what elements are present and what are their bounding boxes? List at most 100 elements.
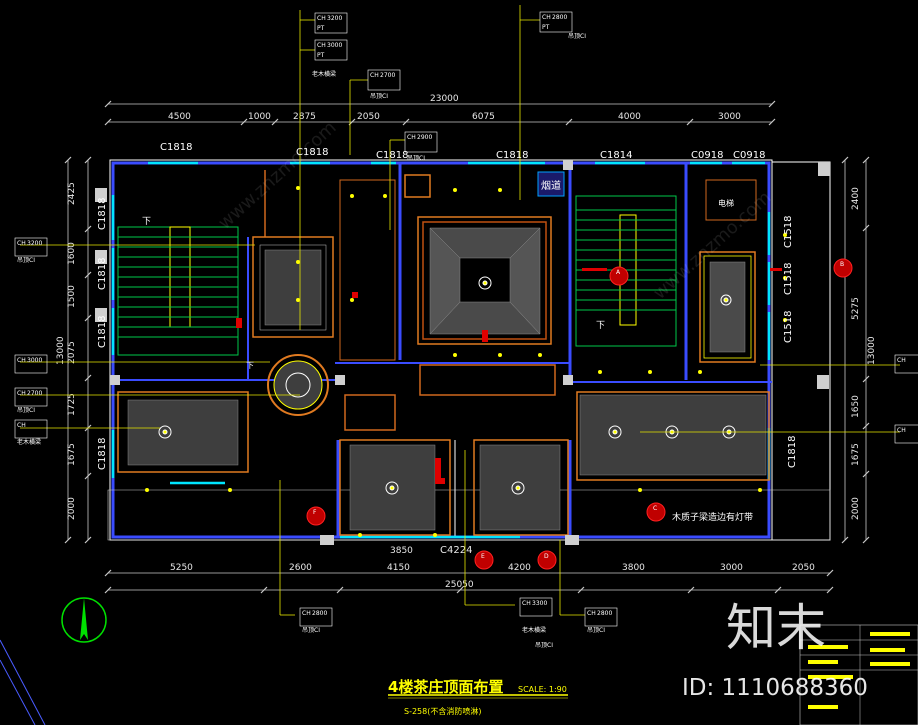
svg-text:2800: 2800 bbox=[597, 610, 612, 617]
svg-text:CH: CH bbox=[897, 357, 906, 364]
svg-text:CH: CH bbox=[370, 72, 379, 79]
window-label-top-6: C0918 bbox=[691, 150, 723, 161]
window-label-right-2: C1518 bbox=[783, 263, 794, 295]
window-labels: C1818 C1818 C1818 C1818 C1814 C0918 C091… bbox=[97, 142, 798, 470]
window-label-left-2: C1818 bbox=[97, 258, 108, 290]
svg-text:PT: PT bbox=[542, 24, 550, 31]
section-marker-c: C bbox=[646, 502, 666, 522]
left-dim-3: 1500 bbox=[67, 285, 77, 308]
top-dim-4: 2050 bbox=[357, 112, 380, 122]
svg-text:2800: 2800 bbox=[552, 14, 567, 21]
section-markers: A B C D E F bbox=[306, 258, 853, 570]
flue-label: 烟道 bbox=[541, 179, 561, 192]
section-marker-e: E bbox=[474, 550, 494, 570]
svg-text:老木横梁: 老木横梁 bbox=[312, 70, 336, 78]
elevator-label: 电梯 bbox=[718, 198, 734, 208]
left-dim-5: 1725 bbox=[67, 393, 77, 416]
svg-text:CH: CH bbox=[17, 390, 26, 397]
section-marker-a: A bbox=[609, 266, 629, 286]
svg-text:CH: CH bbox=[407, 134, 416, 141]
svg-text:3000: 3000 bbox=[327, 42, 342, 49]
inner-dim-2: C4224 bbox=[440, 545, 472, 556]
right-dim-1: 2400 bbox=[851, 187, 861, 210]
svg-text:2700: 2700 bbox=[27, 390, 42, 397]
window-label-top-3: C1818 bbox=[376, 150, 408, 161]
bottom-dim-5: 3800 bbox=[622, 563, 645, 573]
window-label-left-1: C1818 bbox=[97, 198, 108, 230]
spot-lights bbox=[145, 186, 787, 537]
top-dim-6: 4000 bbox=[618, 112, 641, 122]
watermark-site-1: www.znzmo.com bbox=[214, 117, 340, 234]
beam-note: 木质子梁造边有灯带 bbox=[672, 511, 753, 523]
right-dim-5: 2000 bbox=[851, 497, 861, 520]
stairs bbox=[117, 195, 677, 356]
svg-text:C: C bbox=[653, 505, 657, 512]
window-label-top-2: C1818 bbox=[296, 147, 328, 158]
stair-down-label-3: 下 bbox=[246, 361, 254, 370]
left-total-dim: 13000 bbox=[56, 336, 66, 365]
svg-text:F: F bbox=[313, 509, 317, 516]
svg-text:吊顶CI: 吊顶CI bbox=[17, 257, 35, 264]
tag-texts: CH 3200 PT CH 3000 PT 老木横梁 CH 2800 PT 吊顶… bbox=[17, 14, 906, 649]
svg-text:老木横梁: 老木横梁 bbox=[522, 626, 546, 634]
svg-text:3200: 3200 bbox=[327, 15, 342, 22]
svg-text:3000: 3000 bbox=[27, 357, 42, 364]
left-dim-6: 1675 bbox=[67, 443, 77, 466]
drawing-scale: SCALE: 1:90 bbox=[518, 685, 567, 694]
bottom-dim-7: 2050 bbox=[792, 563, 815, 573]
title-block bbox=[799, 624, 918, 725]
svg-text:吊顶CI: 吊顶CI bbox=[17, 407, 35, 414]
bottom-dim-4: 4200 bbox=[508, 563, 531, 573]
watermark-id: ID: 1110688360 bbox=[682, 675, 868, 701]
svg-text:老木横梁: 老木横梁 bbox=[17, 438, 41, 446]
columns bbox=[95, 160, 830, 545]
watermark-logo: 知末 bbox=[726, 599, 826, 657]
window-label-right-3: C1518 bbox=[783, 311, 794, 343]
svg-text:吊顶CI: 吊顶CI bbox=[407, 155, 425, 162]
right-dimensions: 2400 5275 1650 1675 2000 13000 bbox=[851, 187, 877, 520]
drawing-subtitle: S-258(不含消防喷淋) bbox=[404, 706, 481, 716]
top-dim-3: 2875 bbox=[293, 112, 316, 122]
window-label-right-1: C1518 bbox=[783, 216, 794, 248]
top-dim-1: 4500 bbox=[168, 112, 191, 122]
north-arrow-icon bbox=[61, 597, 107, 643]
tag-boxes bbox=[14, 11, 918, 627]
svg-text:CH: CH bbox=[17, 240, 26, 247]
window-label-left-4: C1818 bbox=[97, 438, 108, 470]
svg-text:A: A bbox=[616, 269, 621, 276]
svg-text:吊顶CI: 吊顶CI bbox=[568, 33, 586, 40]
round-ceiling bbox=[267, 354, 329, 416]
bottom-dim-6: 3000 bbox=[720, 563, 743, 573]
elevator bbox=[537, 171, 757, 221]
window-label-top-4: C1818 bbox=[496, 150, 528, 161]
svg-text:吊顶CI: 吊顶CI bbox=[535, 642, 553, 649]
top-dimensions: 23000 4500 1000 2875 2050 6075 4000 3000 bbox=[168, 94, 741, 122]
right-dim-2: 5275 bbox=[851, 297, 861, 320]
svg-text:2900: 2900 bbox=[417, 134, 432, 141]
stair-down-label-1: 下 bbox=[142, 217, 151, 227]
svg-text:CH: CH bbox=[587, 610, 596, 617]
site-boundary bbox=[0, 639, 46, 725]
window-label-top-7: C0918 bbox=[733, 150, 765, 161]
right-dim-4: 1675 bbox=[851, 443, 861, 466]
svg-text:CH: CH bbox=[17, 357, 26, 364]
svg-text:PT: PT bbox=[317, 52, 325, 59]
top-dim-2: 1000 bbox=[248, 112, 271, 122]
section-marker-b: B bbox=[833, 258, 853, 278]
left-dim-2: 1600 bbox=[67, 242, 77, 265]
top-dim-5: 6075 bbox=[472, 112, 495, 122]
section-marker-d: D bbox=[537, 550, 557, 570]
svg-text:吊顶CI: 吊顶CI bbox=[302, 627, 320, 634]
right-dim-3: 1650 bbox=[851, 395, 861, 418]
top-total-dim: 23000 bbox=[430, 94, 459, 104]
section-marker-f: F bbox=[306, 506, 326, 526]
left-dimensions: 2425 1600 1500 2075 1725 1675 2000 13000 bbox=[56, 182, 77, 520]
bottom-total-dim: 25050 bbox=[445, 580, 474, 590]
svg-text:吊顶CI: 吊顶CI bbox=[587, 627, 605, 634]
svg-text:吊顶CI: 吊顶CI bbox=[370, 93, 388, 100]
svg-text:E: E bbox=[481, 553, 485, 560]
svg-text:CH: CH bbox=[522, 600, 531, 607]
ceiling-features bbox=[117, 174, 770, 536]
bottom-dimensions: 5250 2600 4150 4200 3800 3000 2050 25050… bbox=[170, 545, 815, 590]
